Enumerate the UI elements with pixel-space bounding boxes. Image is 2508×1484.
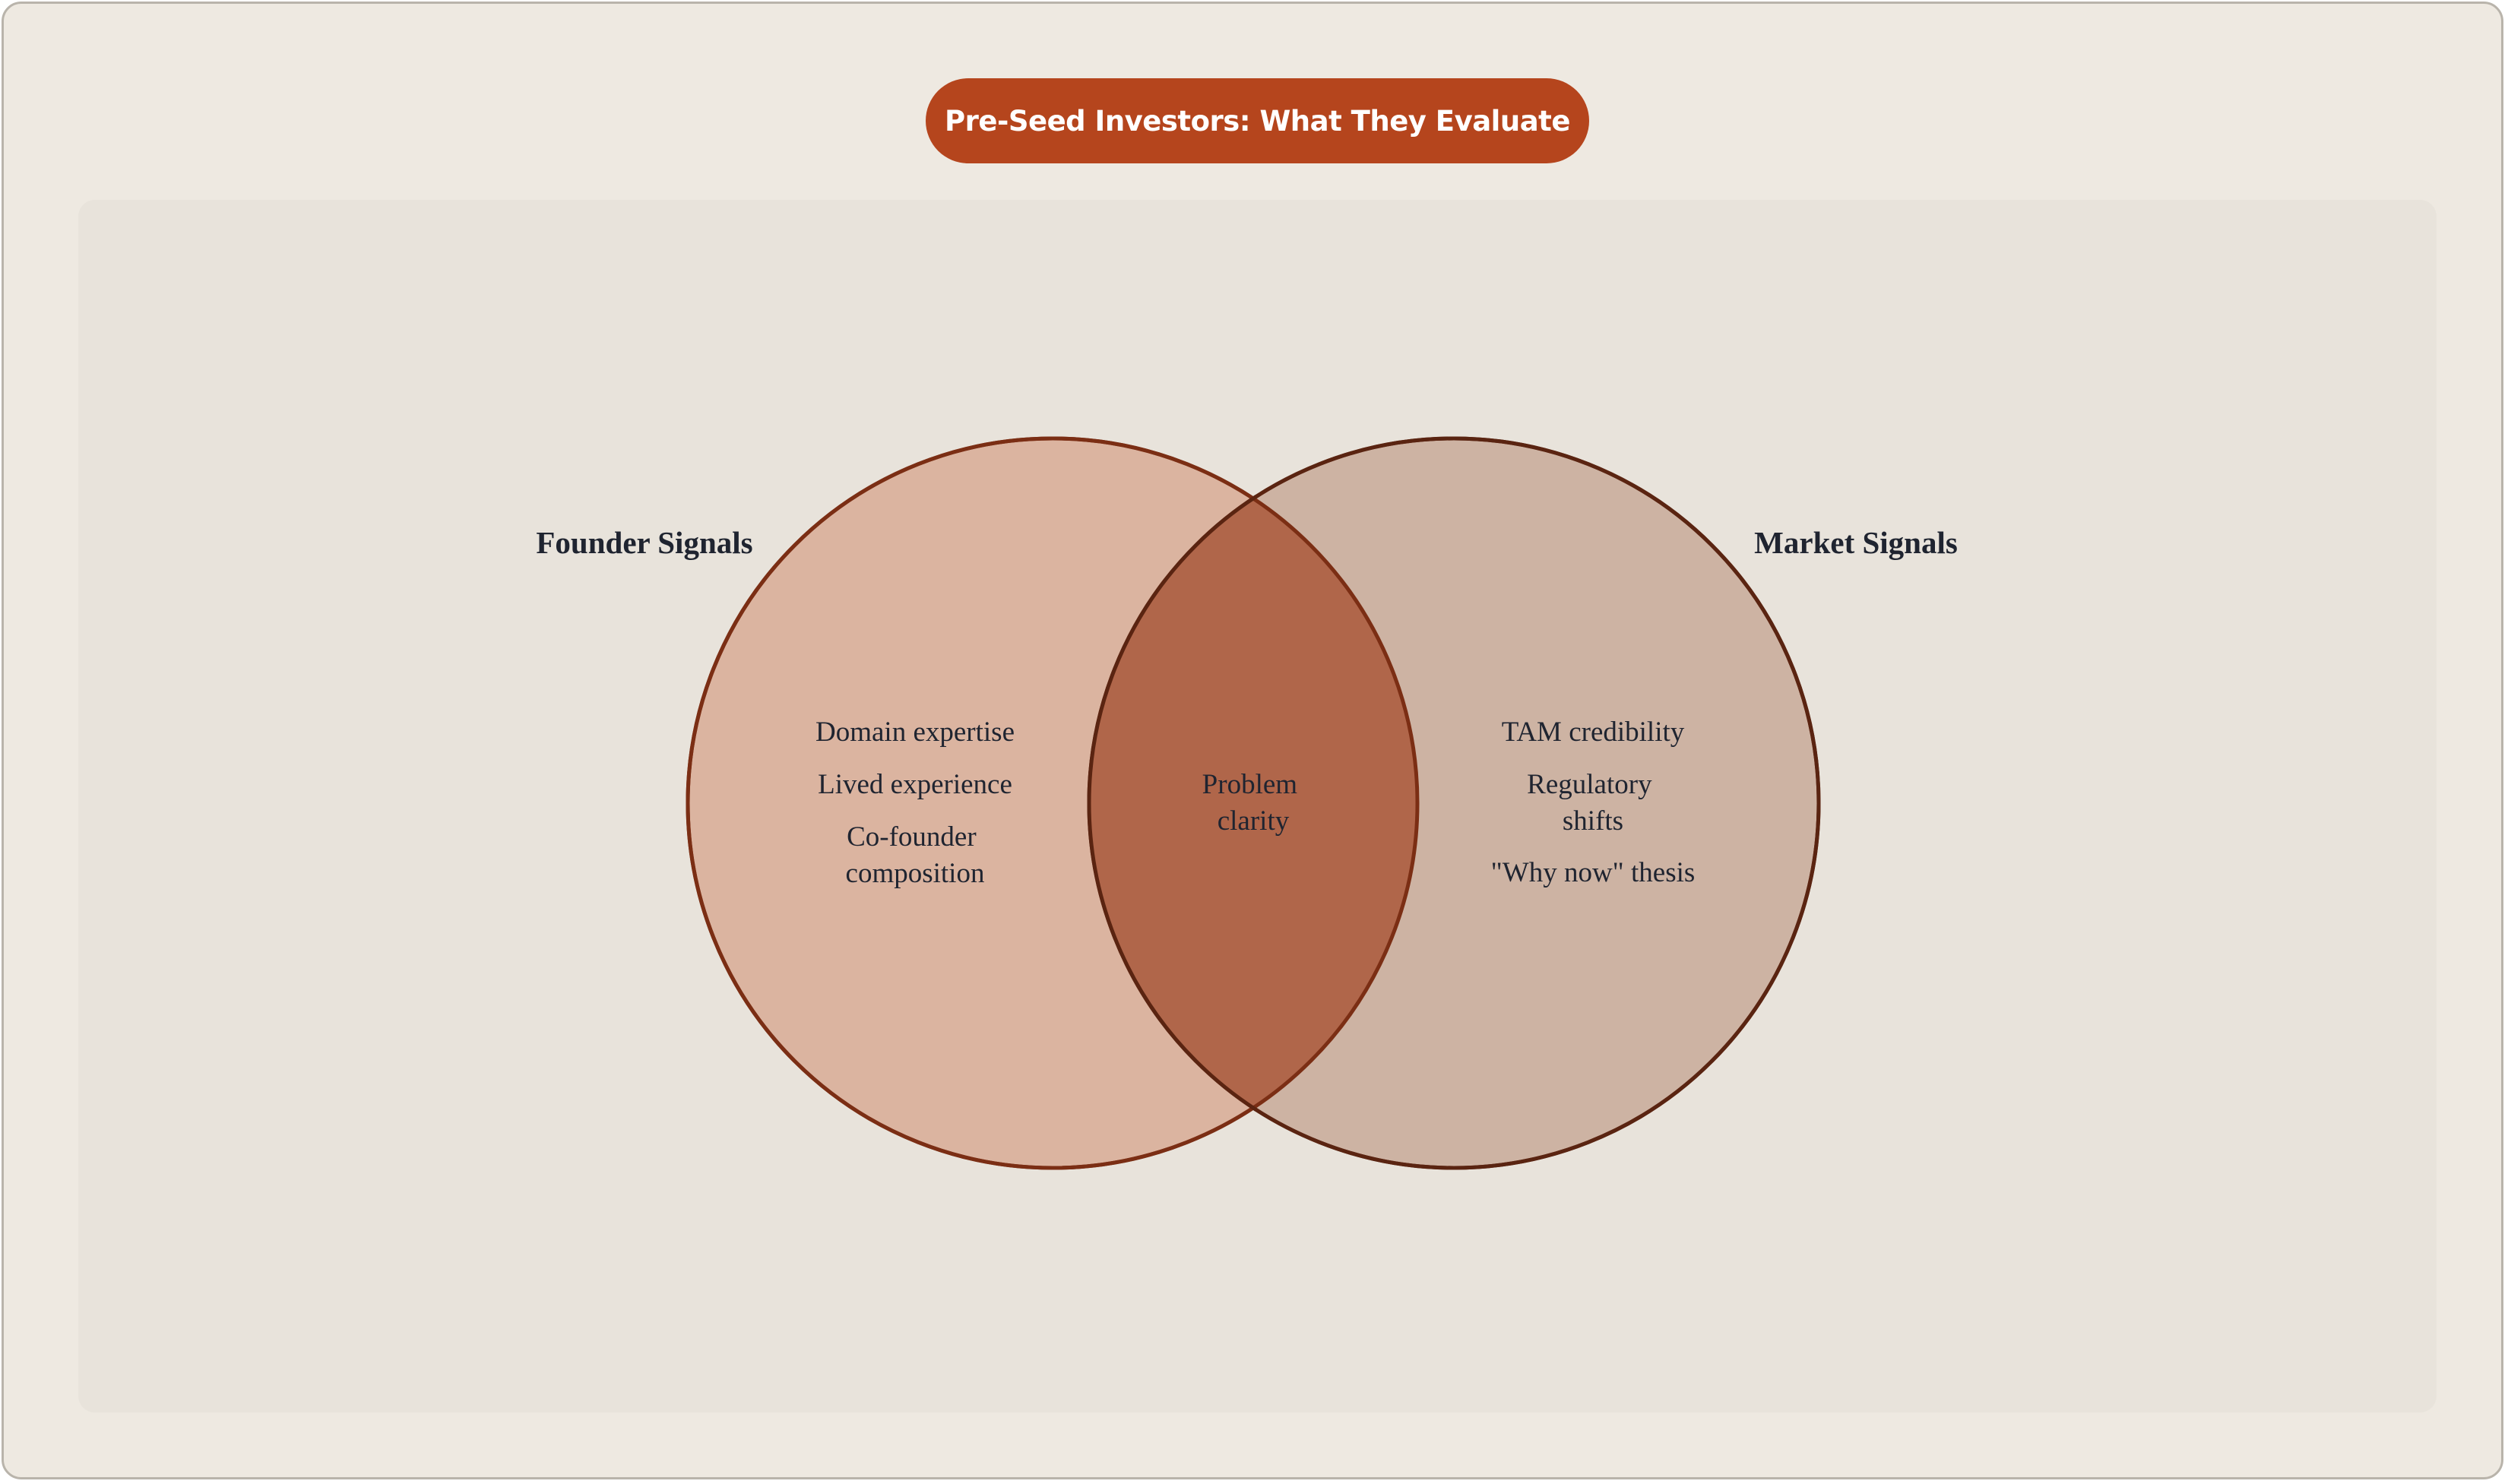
title-banner: Pre-Seed Investors: What They Evaluate: [926, 78, 1589, 163]
overlap-item-line: Problem: [1202, 769, 1298, 800]
market-item: "Why now" thesis: [1491, 857, 1696, 888]
market-signals-outline: [1087, 436, 1821, 1170]
founder-item: Co-founder composition: [846, 821, 985, 889]
overlap-region: [1089, 438, 1417, 1168]
diagram-title: Pre-Seed Investors: What They Evaluate: [945, 104, 1570, 138]
market-signals-label: Market Signals: [1754, 525, 1958, 560]
market-item: TAM credibility: [1502, 717, 1685, 748]
founder-item: Domain expertise: [815, 717, 1015, 748]
market-item-line: shifts: [1563, 805, 1623, 837]
market-item-line: Regulatory: [1527, 769, 1652, 800]
founder-item-line: composition: [846, 858, 985, 889]
overlap-item-line: clarity: [1218, 805, 1290, 837]
founder-item-line: Co-founder: [847, 821, 977, 853]
founder-signals-label: Founder Signals: [536, 525, 752, 560]
founder-item: Lived experience: [818, 769, 1012, 800]
founder-signals-outline: [686, 436, 1420, 1170]
market-item: Regulatory shifts: [1527, 769, 1659, 837]
overlap-item: Problem clarity: [1202, 769, 1305, 837]
